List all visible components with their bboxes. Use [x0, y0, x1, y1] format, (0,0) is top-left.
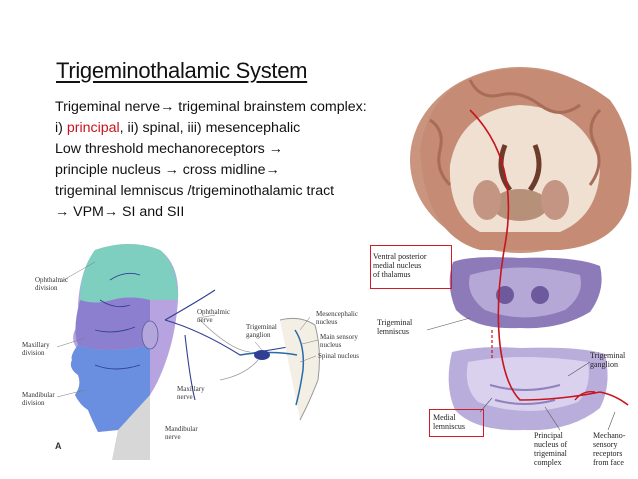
maxillary-division-label: Maxillary division [22, 341, 50, 357]
head-figure [56, 244, 320, 460]
mandibular-division-label: Mandibular division [22, 391, 55, 407]
medial-lemniscus-highlight-box [429, 409, 484, 437]
vpm-label: Ventral posterior medial nucleus of thal… [373, 252, 427, 279]
mandibular-nerve-label: Mandibular nerve [165, 425, 198, 441]
midbrain-section [449, 257, 602, 329]
body-line-3: Low threshold mechanoreceptors → [55, 141, 283, 157]
trigeminal-ganglion-label-right: Trigeminal ganglion [590, 351, 626, 369]
principal-nucleus-label: Principal nucleus of trigeminal complex [534, 431, 568, 467]
ophthalmic-nerve-label: Ophthalmic nerve [197, 308, 231, 324]
maxillary-nerve-label: Maxillary nerve [177, 385, 205, 401]
body-line-6: → VPM→ SI and SII [55, 204, 185, 220]
principal-highlight: principal [66, 120, 120, 136]
spinal-nucleus-label: Spinal nucleus [318, 352, 360, 360]
medial-lemniscus-label: Medial lemniscus [433, 413, 465, 431]
mesencephalic-nucleus-label: Mesencephalic nucleus [316, 310, 358, 326]
main-sensory-nucleus-label: Main sensory nucleus [320, 333, 358, 349]
slide-title: Trigeminothalamic System [56, 58, 308, 83]
body-text: Trigeminal nerve→ trigeminal brainstem c… [55, 97, 367, 223]
trigeminal-ganglion-label-left: Trigeminal ganglion [246, 323, 277, 339]
coronal-brain-section [410, 67, 632, 253]
body-line-4: principle nucleus → cross midline→ [55, 162, 280, 178]
line-2-prefix: i) [55, 120, 67, 136]
ophthalmic-division-label: Ophthalmic division [35, 276, 69, 292]
figure-letter: A [55, 441, 62, 451]
body-line-1: Trigeminal nerve→ trigeminal brainstem c… [55, 99, 367, 115]
trigeminal-lemniscus-label: Trigeminal lemniscus [377, 318, 413, 336]
vpm-highlight-box [370, 245, 452, 289]
body-line-5: trigeminal lemniscus /trigeminothalamic … [55, 183, 335, 199]
trigeminothalamic-pathway [469, 109, 629, 406]
leader-lines [426, 317, 616, 431]
line-2-suffix: , ii) spinal, iii) mesencephalic [119, 120, 301, 136]
body-line-2: i) principal, ii) spinal, iii) mesenceph… [55, 118, 367, 139]
mechanoreceptors-label: Mechano- sensory receptors from face [593, 431, 626, 467]
